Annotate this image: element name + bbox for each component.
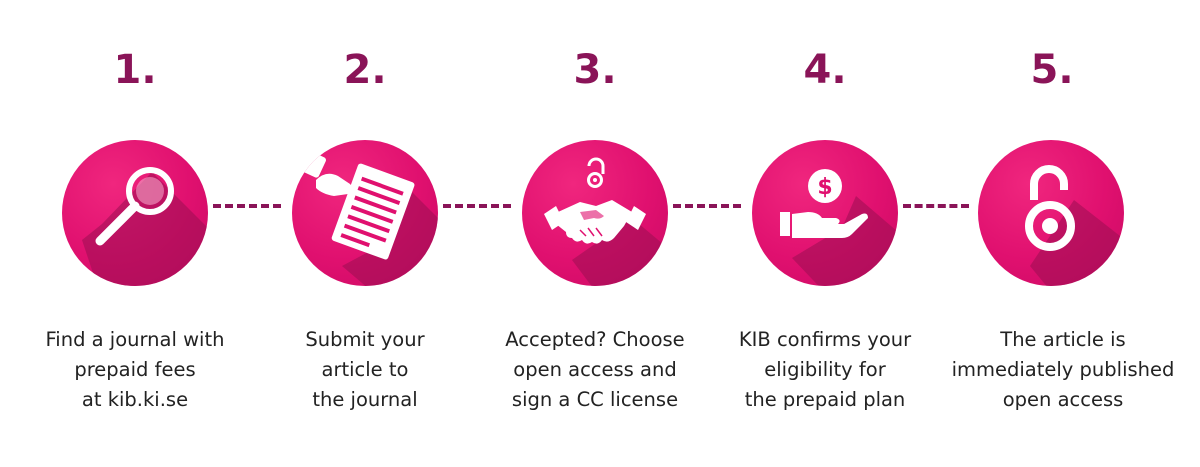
open-access-lock-icon [1025, 165, 1124, 286]
step-5-line-3: open access [1002, 388, 1124, 411]
magnifying-glass-icon [82, 167, 208, 286]
step-1-line-3: at kib.ki.se [81, 388, 189, 411]
step-3-line-2: open access and [513, 358, 677, 381]
step-3-description: Accepted? Choose open access and sign a … [490, 325, 700, 415]
step-2-circle [292, 140, 438, 286]
step-4-number: 4. [803, 47, 847, 93]
connector-4-5 [903, 204, 969, 208]
step-5-circle [978, 140, 1124, 286]
dollar-coin-hand-icon: $ [780, 169, 898, 286]
svg-text:$: $ [817, 175, 832, 200]
step-3-number: 3. [573, 47, 617, 93]
step-3-circle [522, 140, 668, 286]
step-2-description: Submit your article to the journal [260, 325, 470, 415]
step-1-line-2: prepaid fees [74, 358, 196, 381]
small-open-access-icon [587, 157, 605, 188]
handshake-open-access-icon [544, 157, 668, 286]
step-3-line-3: sign a CC license [511, 388, 679, 411]
step-4-line-1: KIB confirms your [738, 328, 912, 351]
step-1-description: Find a journal with prepaid fees at kib.… [30, 325, 240, 415]
step-5-number: 5. [1030, 47, 1074, 93]
step-1-circle [62, 140, 208, 286]
step-2-line-3: the journal [312, 388, 418, 411]
connector-3-4 [673, 204, 741, 208]
connector-1-2 [213, 204, 281, 208]
step-1-line-1: Find a journal with [45, 328, 225, 351]
step-4-line-3: the prepaid plan [744, 388, 906, 411]
step-4-description: KIB confirms your eligibility for the pr… [720, 325, 930, 415]
step-2-number: 2. [343, 47, 387, 93]
step-2-line-2: article to [321, 358, 409, 381]
document-in-hand-icon [292, 144, 438, 286]
step-2-line-1: Submit your [305, 328, 425, 351]
step-1-number: 1. [113, 47, 157, 93]
step-4-circle: $ [752, 140, 898, 286]
step-4-line-2: eligibility for [764, 358, 886, 381]
step-3-line-1: Accepted? Choose [505, 328, 685, 351]
step-5-line-2: immediately published [951, 358, 1175, 381]
step-5-line-1: The article is [1000, 328, 1126, 351]
connector-2-3 [443, 204, 511, 208]
step-5-description: The article is immediately published ope… [948, 325, 1178, 415]
